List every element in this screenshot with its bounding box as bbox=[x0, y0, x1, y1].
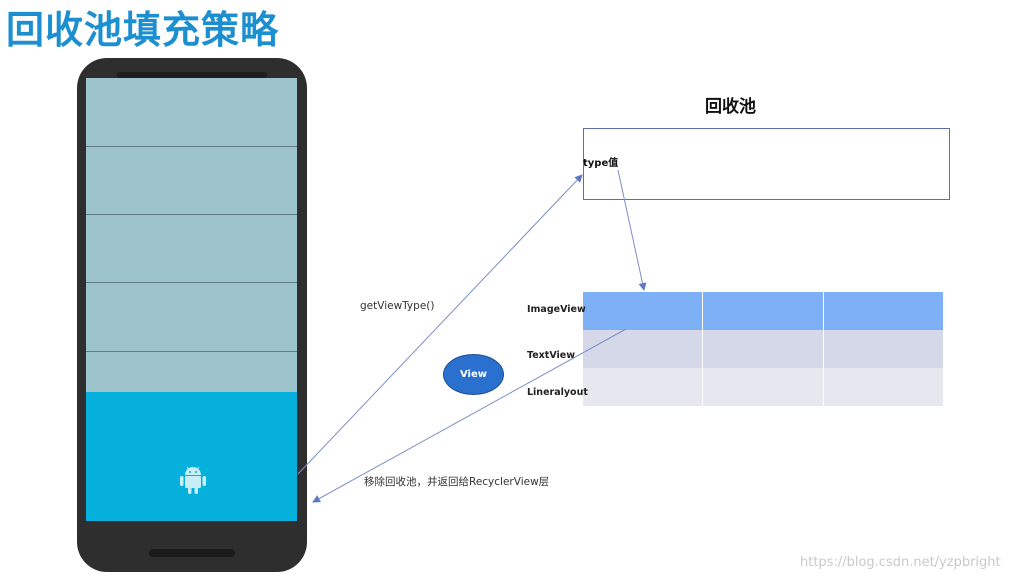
row-label-linearlayout: Lineralyout bbox=[527, 387, 588, 398]
get-view-type-arrow bbox=[297, 174, 583, 475]
home-bar bbox=[149, 549, 235, 557]
type-value-label: type值 bbox=[583, 158, 619, 169]
table-row bbox=[583, 330, 943, 368]
row-label-textview: TextView bbox=[527, 350, 575, 361]
phone-mockup bbox=[77, 58, 307, 572]
page-title: 回收池填充策略 bbox=[6, 8, 280, 52]
view-node: View bbox=[443, 354, 504, 395]
watermark: https://blog.csdn.net/yzpbright bbox=[800, 555, 1001, 570]
type-to-table-arrow bbox=[617, 169, 647, 291]
recycler-list bbox=[86, 78, 297, 392]
return-label: 移除回收池，并返回给RecyclerView层 bbox=[364, 476, 550, 488]
android-icon bbox=[180, 466, 206, 494]
list-item bbox=[86, 147, 297, 215]
list-item bbox=[86, 78, 297, 147]
pool-title: 回收池 bbox=[705, 97, 756, 117]
table-row bbox=[583, 368, 943, 406]
list-item bbox=[86, 283, 297, 352]
row-label-imageview: ImageView bbox=[527, 304, 586, 315]
phone-screen bbox=[86, 78, 297, 521]
get-view-type-label: getViewType() bbox=[360, 300, 435, 312]
recycle-pool-box bbox=[583, 128, 950, 200]
return-arrow bbox=[312, 328, 627, 503]
view-node-label: View bbox=[459, 369, 487, 380]
table-row bbox=[583, 292, 943, 330]
phone-speaker bbox=[117, 72, 267, 78]
list-item bbox=[86, 215, 297, 283]
